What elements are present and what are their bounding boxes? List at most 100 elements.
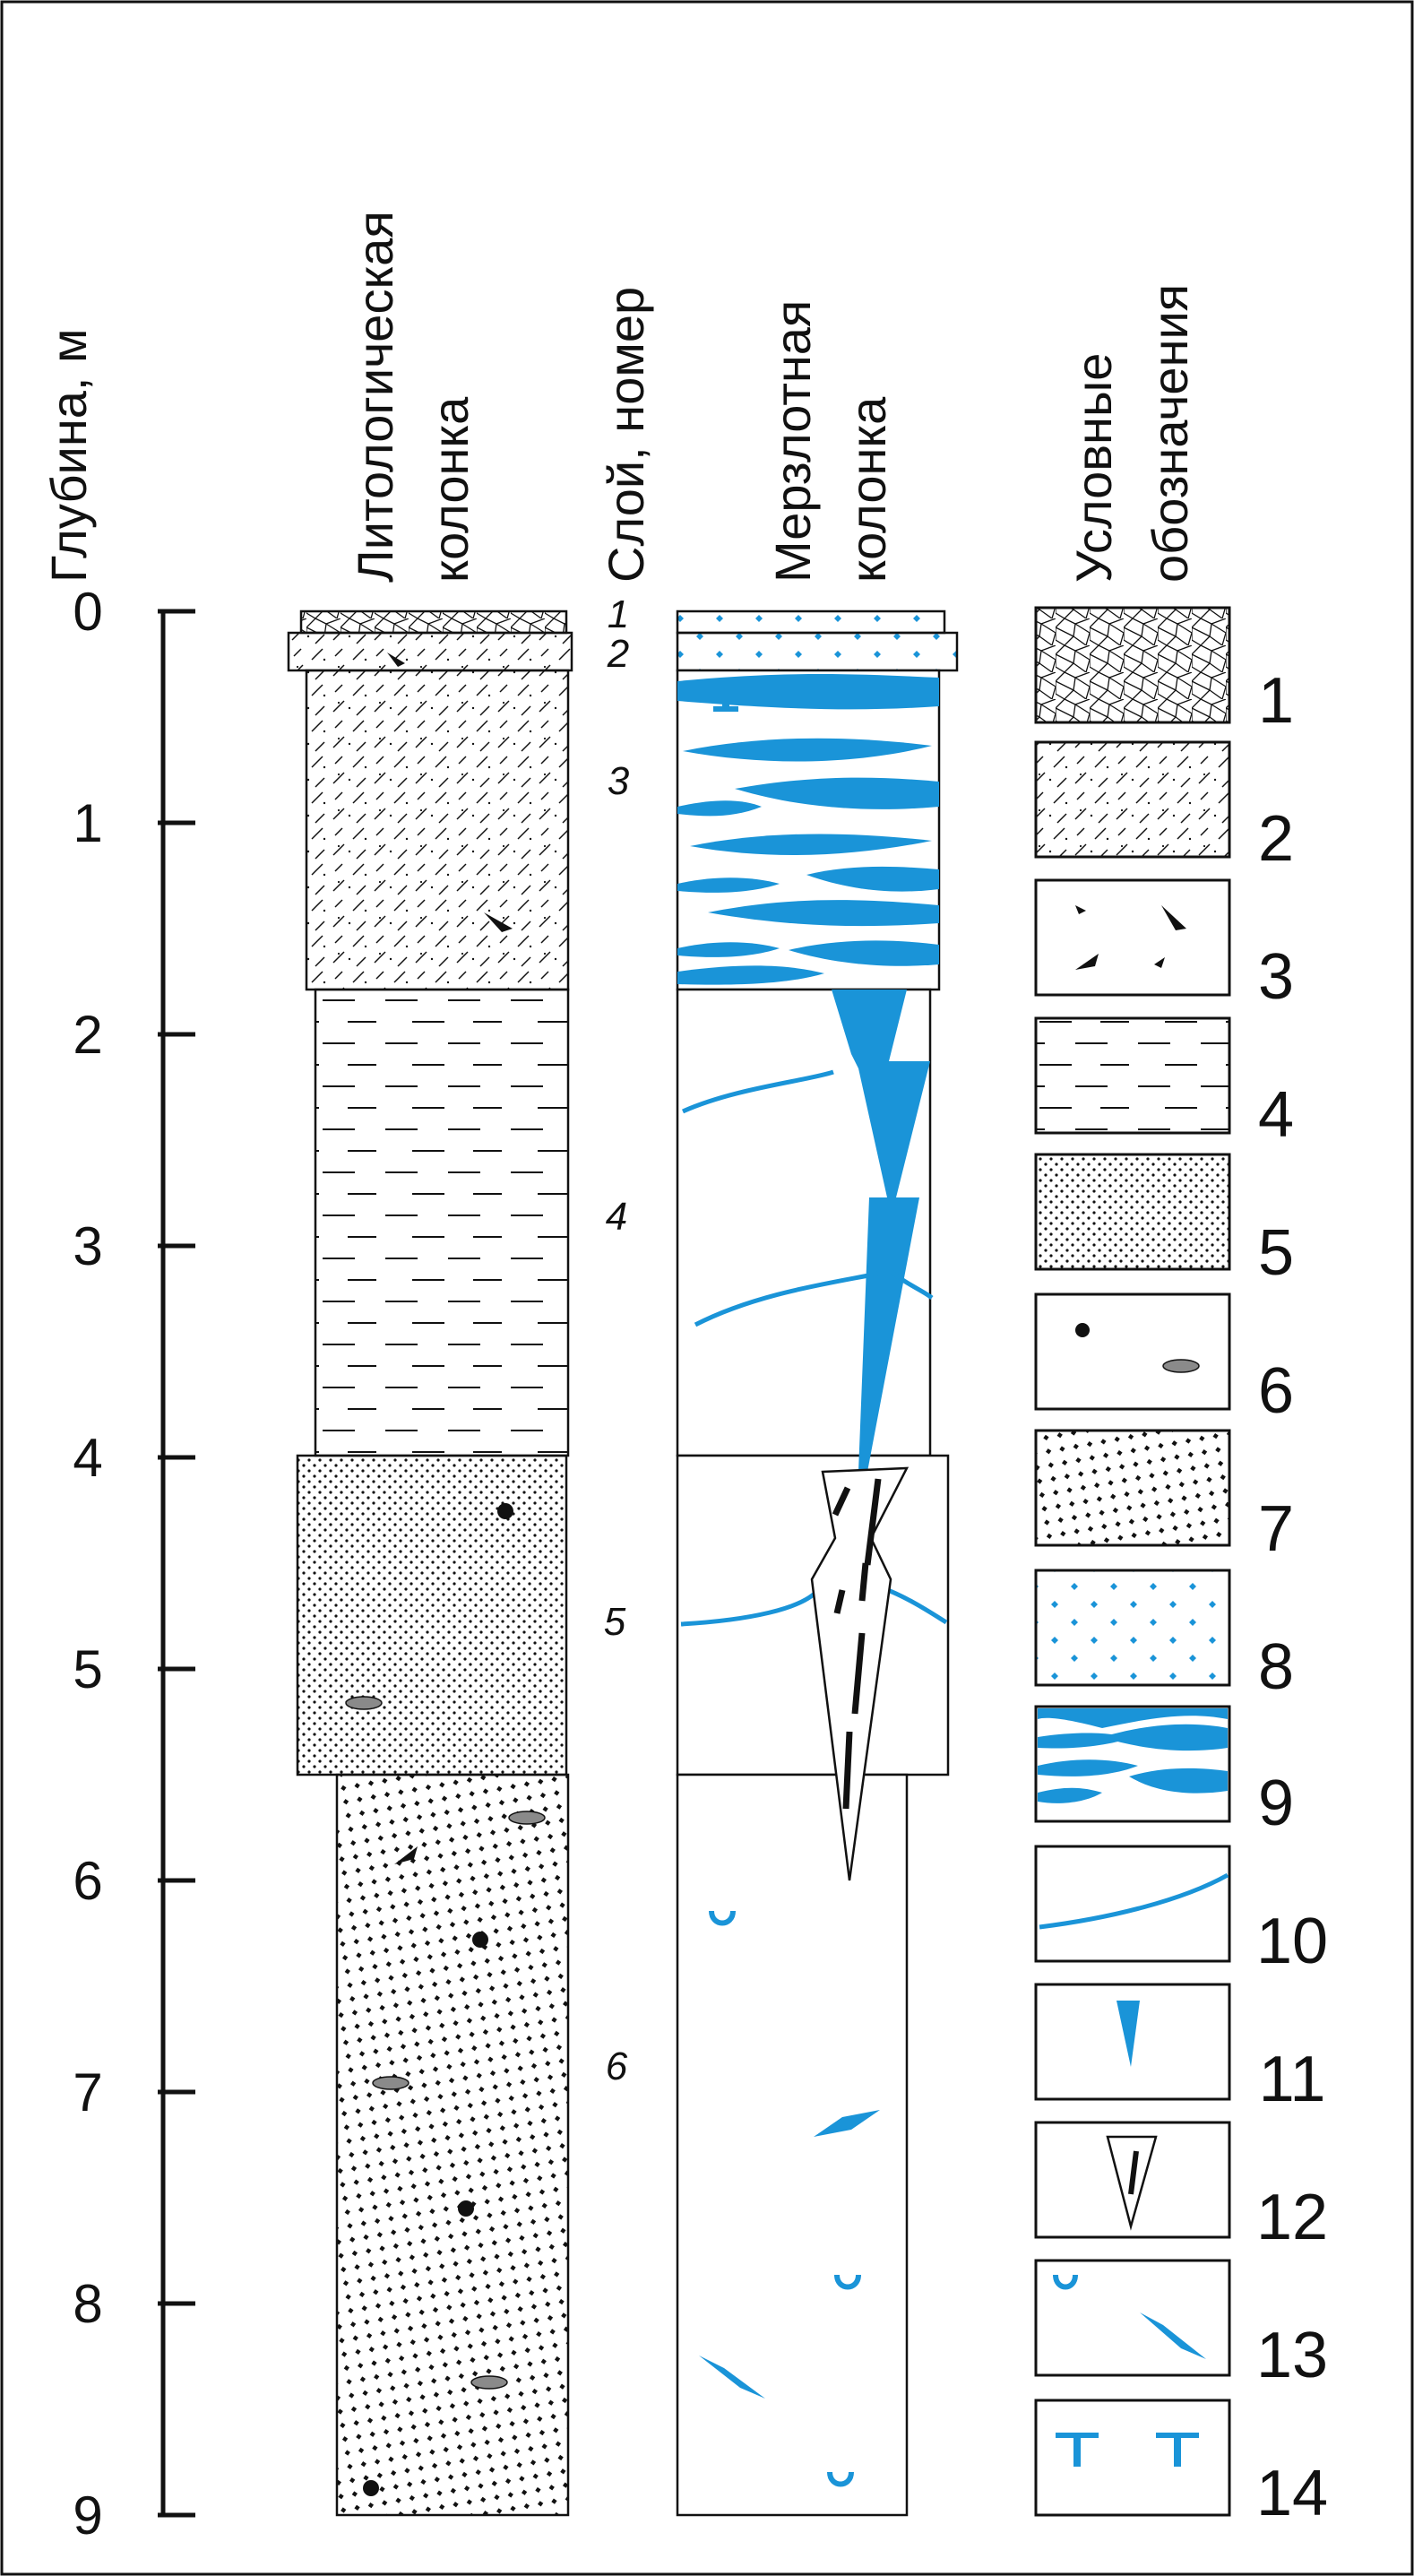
lithological-column (287, 609, 573, 2517)
frozen-layer-3 (676, 669, 941, 991)
frozen-layer-1 (676, 609, 946, 635)
depth-tick-label: 1 (73, 793, 102, 853)
contact-curve (694, 1268, 934, 1327)
ice-lens (683, 738, 932, 762)
legend-box (1034, 1429, 1231, 1547)
legend-white-wedge-mark (1128, 2150, 1139, 2195)
pebble (363, 2480, 379, 2496)
legend (1034, 606, 1231, 2517)
ice-arc (709, 1910, 736, 1926)
frozen-layer-2 (676, 631, 959, 672)
header-frozen-line1: Мерзлотная (764, 300, 821, 583)
litho-layer-6 (335, 1773, 570, 2517)
legend-number: 4 (1258, 1079, 1294, 1151)
ice-lens (677, 942, 780, 957)
gravel-triangle (394, 1846, 418, 1864)
ice-lenses (677, 674, 939, 985)
legend-box (1034, 2259, 1231, 2377)
legend-number: 5 (1258, 1217, 1294, 1289)
legend-number: 12 (1256, 2182, 1328, 2253)
legend-number: 9 (1258, 1768, 1294, 1839)
ice-vein (722, 683, 729, 710)
ice-arc (834, 2274, 861, 2290)
legend-pebble (1075, 1323, 1090, 1337)
legend-blue-wedge (1117, 2001, 1140, 2067)
litho-inclusions (345, 653, 546, 2496)
header-frozen-line2: колонка (840, 396, 896, 583)
lens-inclusion (372, 2076, 410, 2090)
header-legend-line2: обозначения (1142, 284, 1198, 583)
legend-symbols (1038, 905, 1229, 2467)
depth-tick-label: 6 (73, 1851, 102, 1911)
header-depth: Глубина, м (40, 328, 97, 583)
legend-box (1034, 2399, 1231, 2517)
legend-ice-arc (1053, 2274, 1078, 2290)
header-legend-line1: Условные (1065, 353, 1122, 583)
layer-numbers: 1 2 3 4 5 6 (604, 592, 630, 2088)
pebble (497, 1503, 513, 1519)
pebble (458, 2200, 474, 2217)
depth-tick-label: 0 (73, 582, 102, 642)
litho-layer-4 (314, 988, 570, 1457)
pebble (472, 1932, 488, 1948)
lens-inclusion (508, 1811, 546, 1825)
layer-number: 6 (606, 2044, 628, 2088)
ice-wedge (832, 990, 930, 1472)
litho-layer-5 (296, 1454, 568, 1776)
legend-triangle (1154, 957, 1165, 968)
contact-curve (681, 1069, 834, 1114)
legend-box (1034, 606, 1231, 724)
legend-number: 14 (1256, 2458, 1328, 2529)
cryogenic-column (676, 609, 959, 2517)
layer-number: 1 (608, 592, 629, 636)
legend-number: 8 (1258, 1631, 1294, 1703)
ice-lens (677, 965, 824, 985)
relict-wedge (810, 1466, 910, 1881)
ice-lens (735, 777, 939, 809)
legend-curve (1039, 1872, 1229, 1930)
frozen-layer-5 (676, 1454, 950, 1776)
ice-lens (806, 866, 939, 892)
header-litho-line2: колонка (422, 396, 479, 583)
legend-ice-lenses (1038, 1708, 1228, 1803)
legend-box (1034, 1016, 1231, 1135)
layer-number: 3 (608, 759, 630, 803)
legend-number: 6 (1258, 1355, 1294, 1427)
depth-tick-label: 7 (73, 2062, 102, 2122)
ice-lens (677, 800, 762, 817)
legend-numbers: 1 2 3 4 5 6 7 8 9 10 11 12 13 14 (1256, 665, 1328, 2529)
legend-lens (1162, 1359, 1200, 1373)
legend-triangle (1161, 905, 1186, 930)
lens-inclusion (345, 1696, 383, 1710)
depth-tick-labels: 0 1 2 3 4 5 6 7 8 9 (73, 582, 102, 2546)
legend-number: 10 (1256, 1906, 1328, 1977)
legend-number: 2 (1258, 803, 1294, 875)
layer-number: 2 (607, 632, 629, 676)
litho-layer-1 (299, 609, 568, 635)
ice-lens (677, 877, 780, 893)
legend-triangle (1075, 954, 1099, 970)
depth-tick-label: 2 (73, 1005, 102, 1065)
layer-number: 4 (606, 1195, 627, 1239)
ice-lens (708, 900, 939, 927)
legend-ice-lens-inclined (1140, 2312, 1206, 2359)
header-litho-line1: Литологическая (347, 211, 403, 583)
frozen-layer-6 (676, 1773, 909, 2517)
legend-number: 7 (1258, 1493, 1294, 1565)
depth-tick-label: 4 (73, 1428, 102, 1488)
legend-number: 11 (1259, 2044, 1326, 2115)
legend-box (1034, 1845, 1231, 1963)
ice-lens (789, 940, 939, 966)
layer6-ice-marks (699, 1910, 880, 2487)
depth-axis (158, 609, 195, 2518)
ice-lens-inclined (814, 2110, 880, 2137)
ice-lens-inclined (699, 2356, 765, 2399)
litho-layer-3 (305, 669, 570, 991)
legend-triangle (1075, 905, 1086, 914)
ice-arc (827, 2471, 854, 2487)
gravel-triangle (484, 912, 513, 932)
legend-box (1034, 878, 1231, 997)
ice-vein (713, 706, 738, 712)
